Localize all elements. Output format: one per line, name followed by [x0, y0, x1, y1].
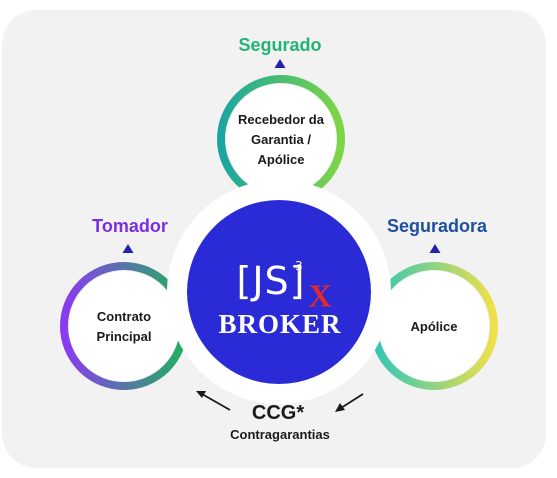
right-circle-line-1: Apólice [410, 319, 458, 334]
logo-js-text: [JS] [236, 259, 306, 303]
segurado-triangle-icon [274, 59, 286, 68]
right-circle-fill [379, 271, 489, 381]
left-circle-fill [69, 271, 179, 381]
logo-superscript: 3 [295, 259, 303, 273]
segurado-label: Segurado [238, 35, 322, 55]
seguradora-label: Seguradora [386, 216, 488, 236]
right-circle-text: Apólice [411, 317, 458, 337]
top-circle-fill [226, 84, 336, 194]
left-circle-text: Contrato Principal [97, 307, 152, 347]
left-arrow-icon [196, 391, 231, 411]
seguradora-triangle-icon [429, 244, 441, 253]
logo-x-mark: X [308, 277, 332, 314]
top-circle-line-2: Garantia / [251, 132, 311, 147]
right-arrow-icon [335, 393, 364, 412]
ccg-subtitle: Contragarantias [230, 427, 330, 442]
top-circle-line-1: Recebedor da [238, 112, 324, 127]
tomador-triangle-icon [122, 244, 134, 253]
left-circle-line-2: Principal [96, 329, 152, 344]
tomador-label: Tomador [92, 216, 168, 236]
center-logo-circle [187, 200, 371, 384]
top-circle-line-3: Apólice [257, 152, 305, 167]
left-circle-line-1: Contrato [96, 309, 152, 324]
logo-broker-text: BROKER [218, 309, 342, 339]
top-circle-text: Recebedor da Garantia / Apólice [238, 110, 324, 170]
ccg-label: CCG* [251, 402, 305, 424]
